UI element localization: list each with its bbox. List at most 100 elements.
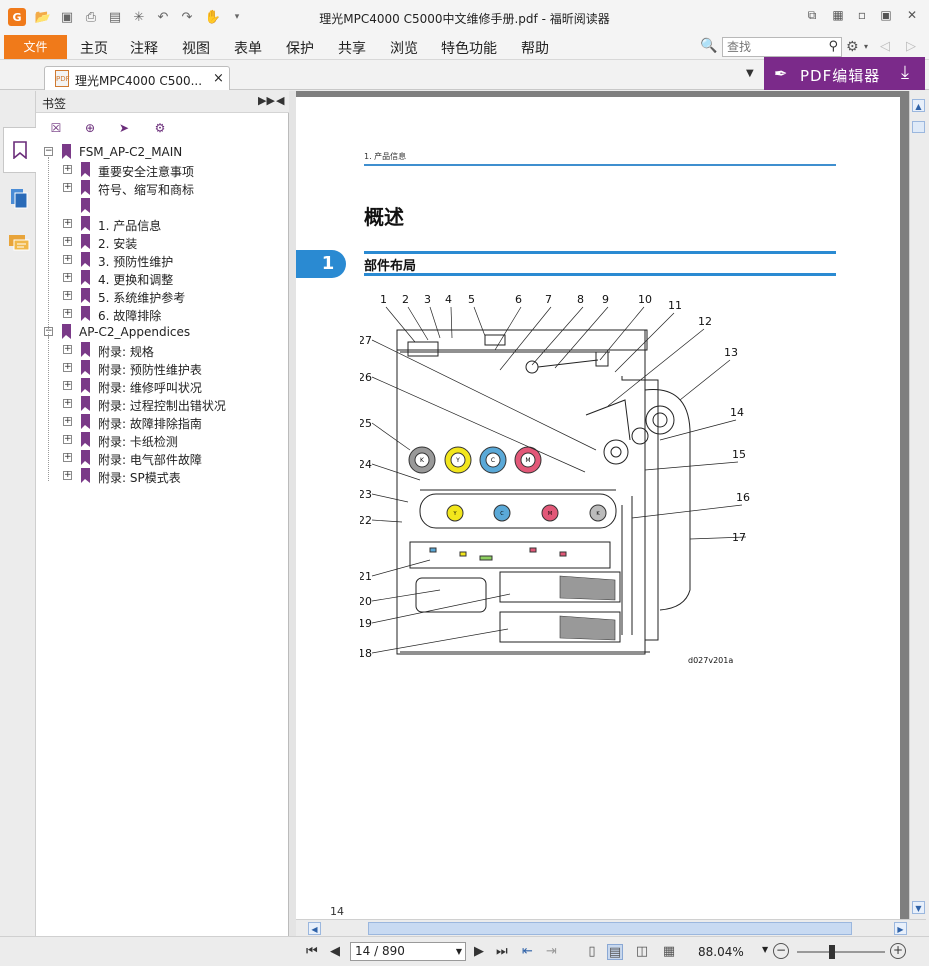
search-input[interactable] [723, 38, 817, 56]
expand-icon[interactable]: + [63, 182, 72, 192]
delete-bookmark-icon[interactable]: ☒ [50, 121, 62, 135]
bookmark-item[interactable]: +附录: 维修呼叫状况 [36, 377, 289, 395]
goto-bookmark-icon[interactable]: ➤ [118, 121, 130, 135]
menu-protect[interactable]: 保护 [286, 41, 314, 57]
bookmark-panel-icon[interactable] [3, 127, 36, 173]
settings-dropdown-icon[interactable]: ▾ [864, 42, 869, 51]
maximize-icon[interactable]: ▣ [880, 8, 892, 22]
bookmark-item[interactable]: +附录: SP模式表 [36, 467, 289, 485]
bookmark-item[interactable]: +2. 安装 [36, 233, 289, 251]
panel-options-icon[interactable]: ▶▶ [258, 94, 275, 107]
expand-icon[interactable]: + [63, 380, 72, 390]
previous-view-icon[interactable]: ⇤ [522, 944, 533, 959]
forward-arrow-icon[interactable]: ▷ [906, 39, 916, 54]
back-arrow-icon[interactable]: ◁ [880, 39, 890, 54]
restore-window-icon[interactable]: ⧉ [807, 8, 817, 22]
menu-share[interactable]: 共享 [338, 41, 366, 57]
bookmark-item[interactable]: −FSM_AP-C2_MAIN [36, 143, 289, 161]
bookmark-item[interactable]: +附录: 过程控制出错状况 [36, 395, 289, 413]
search-box[interactable]: ⚲ [722, 37, 842, 57]
search-icon[interactable]: ⚲ [828, 39, 838, 54]
bookmark-item[interactable]: +符号、缩写和商标 [36, 179, 289, 197]
expand-icon[interactable]: + [63, 362, 72, 372]
zoom-slider[interactable] [797, 945, 885, 959]
bookmark-item[interactable]: +5. 系统维护参考 [36, 287, 289, 305]
page-dropdown-icon[interactable]: ▼ [455, 947, 462, 956]
bookmark-item[interactable]: +附录: 故障排除指南 [36, 413, 289, 431]
pages-panel-icon[interactable] [6, 185, 32, 211]
bookmark-item[interactable]: +重要安全注意事项 [36, 161, 289, 179]
expand-icon[interactable]: + [63, 344, 72, 354]
menu-browse[interactable]: 浏览 [390, 41, 418, 57]
undo-icon[interactable]: ↶ [157, 9, 169, 25]
minimize-icon[interactable]: ▫ [857, 8, 867, 22]
bookmark-item[interactable]: +附录: 卡纸检测 [36, 431, 289, 449]
find-folder-icon[interactable]: 🔍 [700, 38, 718, 54]
expand-icon[interactable]: + [63, 254, 72, 264]
bookmark-item[interactable]: +6. 故障排除 [36, 305, 289, 323]
collapse-icon[interactable]: − [44, 146, 53, 156]
expand-icon[interactable]: + [63, 398, 72, 408]
properties-icon[interactable]: ▤ [108, 9, 122, 25]
vertical-scroll-thumb[interactable] [912, 121, 925, 133]
bookmark-options-icon[interactable]: ⚙ [154, 121, 166, 135]
app-logo-icon[interactable]: G [8, 8, 26, 26]
file-menu-button[interactable]: 文件 [4, 35, 67, 59]
settings-gear-icon[interactable]: ⚙ [846, 39, 859, 55]
hand-tool-icon[interactable]: ✋ [204, 9, 222, 25]
menu-home[interactable]: 主页 [80, 41, 108, 57]
menu-help[interactable]: 帮助 [521, 41, 549, 57]
first-page-icon[interactable]: ⏮ [306, 944, 318, 959]
collapse-panel-icon[interactable]: ◀ [276, 94, 285, 107]
open-folder-icon[interactable]: 📂 [34, 9, 52, 25]
vertical-scrollbar[interactable]: ▲ ▼ [909, 91, 926, 919]
bookmark-item[interactable]: −AP-C2_Appendices [36, 323, 289, 341]
panel-splitter[interactable] [289, 91, 296, 936]
bookmark-item[interactable] [36, 197, 289, 215]
continuous-view-icon[interactable]: ▤ [607, 944, 623, 960]
menu-comment[interactable]: 注释 [130, 41, 158, 57]
expand-icon[interactable]: + [63, 164, 72, 174]
menu-form[interactable]: 表单 [234, 41, 262, 57]
expand-icon[interactable]: + [63, 434, 72, 444]
menu-view[interactable]: 视图 [182, 41, 210, 57]
bookmark-item[interactable]: +附录: 预防性维护表 [36, 359, 289, 377]
scroll-right-icon[interactable]: ▶ [894, 922, 907, 935]
page-number-input[interactable]: 14 / 890 ▼ [350, 942, 466, 961]
bookmark-item[interactable]: +4. 更换和调整 [36, 269, 289, 287]
last-page-icon[interactable]: ⏭ [496, 944, 508, 959]
close-icon[interactable]: ✕ [906, 8, 918, 22]
expand-icon[interactable]: + [63, 452, 72, 462]
expand-icon[interactable]: + [63, 290, 72, 300]
customize-icon[interactable]: ▾ [234, 12, 240, 22]
pdf-editor-button[interactable]: ✒ PDF编辑器 ⤓ [764, 57, 925, 90]
zoom-level[interactable]: 88.04% [698, 945, 744, 959]
save-icon[interactable]: ▣ [60, 9, 74, 25]
tab-list-dropdown-icon[interactable]: ▼ [746, 68, 754, 79]
expand-icon[interactable]: + [63, 308, 72, 318]
scroll-down-icon[interactable]: ▼ [912, 901, 925, 914]
bookmark-item[interactable]: +附录: 电气部件故障 [36, 449, 289, 467]
add-bookmark-icon[interactable]: ⊕ [84, 121, 96, 135]
tab-close-icon[interactable]: × [213, 71, 224, 86]
bookmark-item[interactable]: +1. 产品信息 [36, 215, 289, 233]
redo-icon[interactable]: ↷ [181, 9, 193, 25]
comments-panel-icon[interactable] [6, 231, 32, 257]
horizontal-scrollbar[interactable]: ◀ ▶ [296, 919, 926, 936]
single-page-view-icon[interactable]: ▯ [588, 944, 596, 959]
zoom-dropdown-icon[interactable]: ▼ [762, 945, 769, 954]
zoom-slider-knob[interactable] [829, 945, 835, 959]
scroll-up-icon[interactable]: ▲ [912, 99, 925, 112]
horizontal-scroll-thumb[interactable] [368, 922, 852, 935]
expand-icon[interactable]: + [63, 236, 72, 246]
next-page-icon[interactable]: ▶ [474, 944, 484, 959]
next-view-icon[interactable]: ⇥ [546, 944, 557, 959]
continuous-facing-view-icon[interactable]: ▦ [662, 944, 676, 959]
expand-icon[interactable]: + [63, 470, 72, 480]
grid-icon[interactable]: ▦ [832, 8, 844, 22]
document-tab[interactable]: PDF 理光MPC4000 C500... × [44, 66, 230, 90]
expand-icon[interactable]: + [63, 416, 72, 426]
bookmark-item[interactable]: +3. 预防性维护 [36, 251, 289, 269]
zoom-out-icon[interactable]: − [773, 943, 789, 959]
expand-icon[interactable]: + [63, 218, 72, 228]
